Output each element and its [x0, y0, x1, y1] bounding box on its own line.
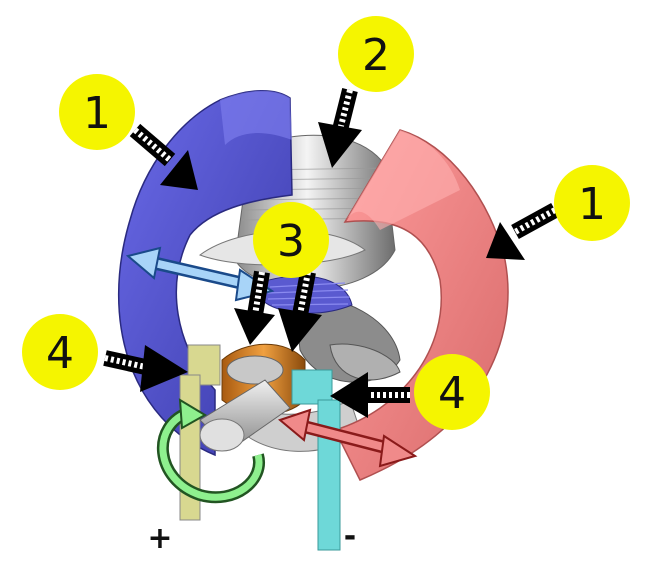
pointer-arrow-brush-left [103, 345, 188, 392]
callout-coil: 3 [253, 202, 329, 278]
callout-label: 4 [438, 368, 466, 419]
callout-label: 2 [362, 30, 390, 81]
pointer-arrow-brush-right [330, 372, 410, 418]
pointer-arrow-magnet-right [486, 202, 559, 260]
callout-label: 1 [578, 179, 606, 230]
field-arrow-right [277, 408, 418, 468]
callout-magnet-right: 1 [554, 165, 630, 241]
callout-label: 3 [277, 216, 305, 267]
callout-armature: 2 [338, 16, 414, 92]
rotation-arrow [156, 398, 265, 504]
callout-label: 4 [46, 328, 74, 379]
pointer-arrow-magnet-left [129, 123, 198, 190]
callout-magnet-left: 1 [59, 74, 135, 150]
callout-brush-left: 4 [22, 314, 98, 390]
pointer-arrow-coil-left [234, 270, 275, 345]
north-magnet-top-face [220, 90, 292, 145]
pointer-arrow-coil-right [278, 270, 322, 352]
shaft [199, 379, 291, 452]
callout-brush-right: 4 [414, 354, 490, 430]
pointer-arrow-armature [318, 88, 362, 168]
terminal-positive-label: + [147, 521, 172, 556]
callout-label: 1 [83, 88, 111, 139]
terminal-negative-label: - [344, 519, 356, 554]
south-magnet-top-face [345, 130, 460, 230]
